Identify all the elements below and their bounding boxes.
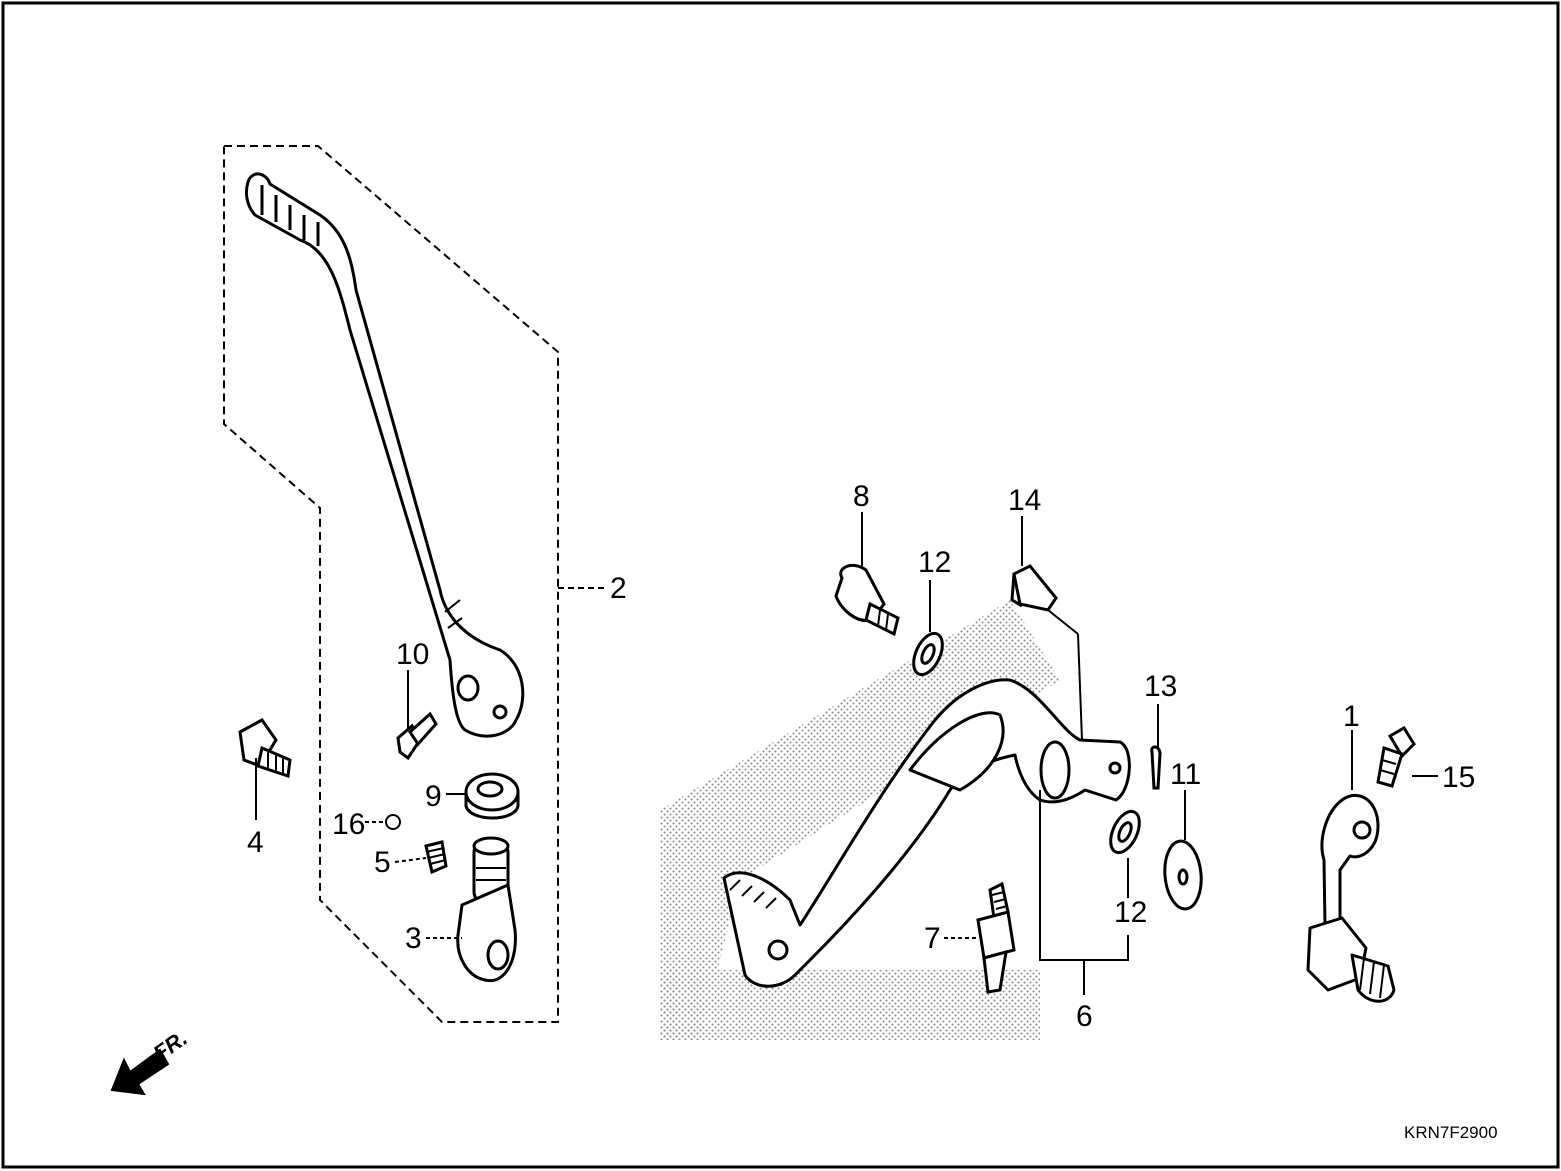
diagram-code: KRN7F2900 [1404,1123,1498,1142]
spring-5 [424,840,448,875]
brake-pedal [722,678,1131,988]
washer-11 [1163,839,1203,911]
callout-12-lower: 12 [1114,896,1147,929]
callouts: 2 10 4 9 16 5 3 8 12 14 13 11 12 7 6 1 1… [247,480,1475,1033]
callout-11: 11 [1170,758,1201,791]
kick-starter-arm [245,172,525,738]
callout-8: 8 [853,480,870,513]
front-direction-arrow: FR. [110,1025,192,1096]
leader-lines [255,512,1438,995]
callout-4: 4 [247,826,264,859]
callout-3: 3 [405,922,422,955]
callout-16: 16 [332,808,365,841]
bolt-15 [1376,725,1416,788]
gearshift-pedal [1306,793,1396,1003]
callout-2: 2 [610,572,627,605]
oil-seal-9 [464,772,520,820]
steel-ball-16 [385,814,401,830]
assembly-boundary [223,145,559,1023]
pivot-bolt-8 [834,564,900,637]
washer-12-upper [912,631,944,677]
bolt-4 [238,718,292,779]
cotter-pin-13 [1150,745,1162,790]
arrow-icon [110,1048,170,1096]
callout-6: 6 [1076,1000,1093,1033]
callout-12-upper: 12 [918,546,951,579]
callout-5: 5 [374,846,391,879]
clevis-14 [1010,564,1058,612]
callout-7: 7 [924,922,941,955]
callout-9: 9 [425,780,442,813]
callout-14: 14 [1008,484,1041,517]
washer-12-lower [1109,809,1141,855]
stop-switch-7 [976,881,1016,994]
callout-1: 1 [1343,700,1360,733]
callout-13: 13 [1144,670,1177,703]
callout-15: 15 [1442,761,1475,794]
callout-10: 10 [396,638,429,671]
bolt-10 [396,711,438,761]
kick-starter-spindle [456,836,517,983]
